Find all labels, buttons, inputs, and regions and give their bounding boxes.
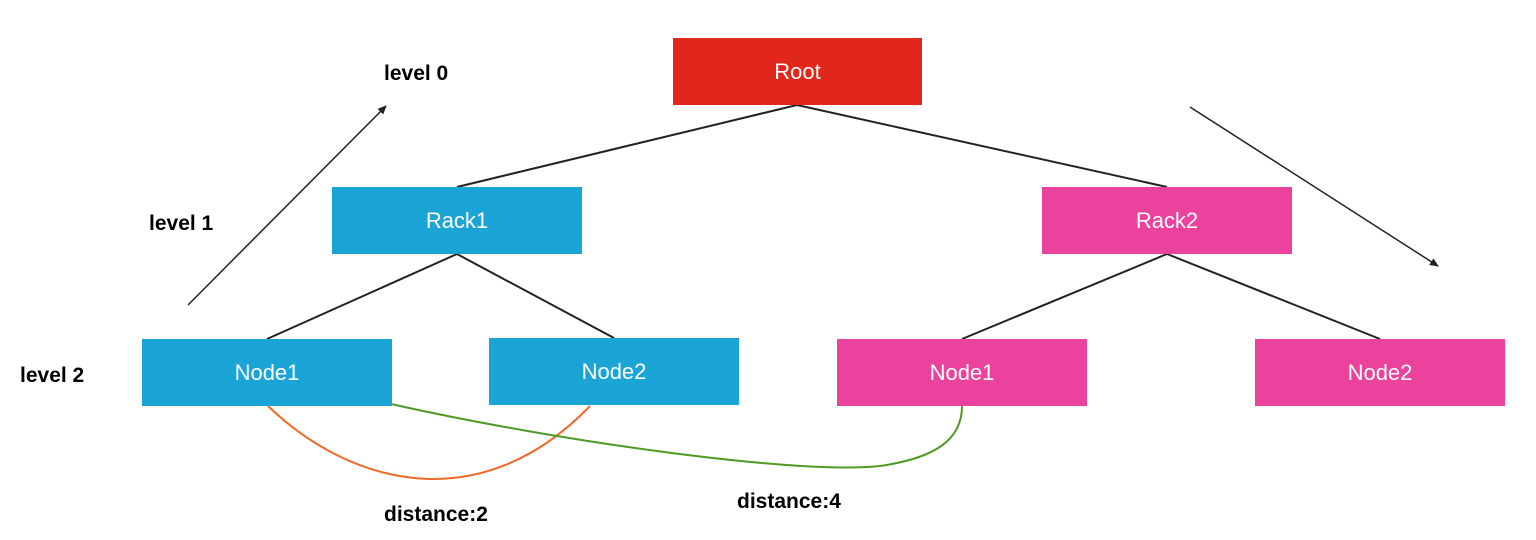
rack1-node2-label: Node2 [581, 358, 647, 384]
rack2-label: Rack2 [1135, 207, 1199, 233]
edge-rack2-node1 [961, 253, 1168, 340]
edge-root-rack1 [456, 104, 798, 188]
rack1-node1: Node1 [142, 339, 392, 406]
distance-2-label: distance:2 [384, 503, 488, 526]
rack1-node2: Node2 [489, 338, 739, 405]
rack1-label: Rack1 [425, 207, 489, 233]
rack2-node: Rack2 [1042, 187, 1292, 254]
distance-4-curve [390, 403, 963, 469]
distance-4-label: distance:4 [737, 490, 841, 513]
edge-root-rack2 [796, 104, 1168, 188]
level-0-label: level 0 [384, 62, 449, 85]
edge-rack2-node2 [1166, 253, 1381, 340]
rack2-node1: Node1 [837, 339, 1087, 406]
rack2-node1-label: Node1 [929, 359, 995, 385]
rack1-node1-label: Node1 [234, 359, 300, 385]
rack2-node2-label: Node2 [1347, 359, 1413, 385]
level-2-label: level 2 [20, 364, 85, 387]
root-label: Root [774, 58, 821, 84]
distance-2-curve [267, 405, 591, 480]
rack2-node2: Node2 [1255, 339, 1505, 406]
down-arrow [1189, 106, 1439, 267]
edge-rack1-node2 [456, 253, 615, 339]
up-arrow [187, 105, 387, 306]
level-1-label: level 1 [149, 212, 214, 235]
edge-rack1-node1 [266, 253, 458, 340]
root-node: Root [673, 38, 922, 105]
rack1-node: Rack1 [332, 187, 582, 254]
